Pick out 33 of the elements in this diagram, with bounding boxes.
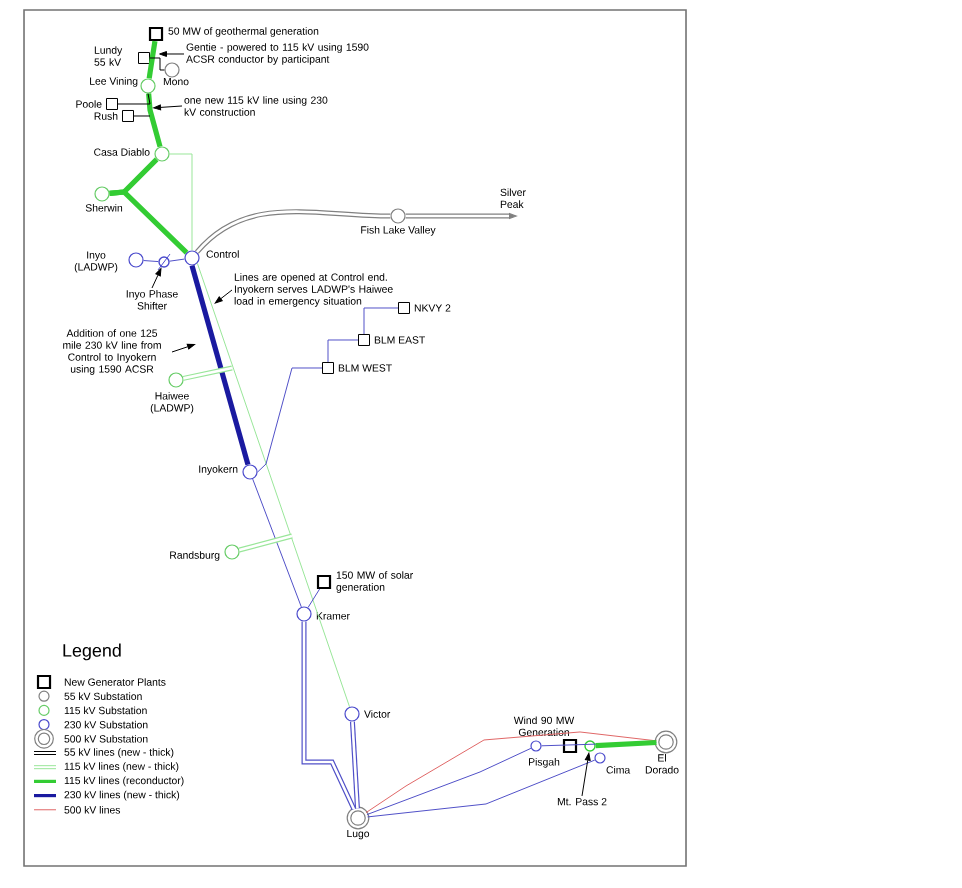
arrow [153, 104, 183, 111]
power-line [169, 258, 185, 262]
arrow [159, 51, 185, 57]
power-line [307, 588, 321, 609]
arrow [581, 752, 591, 797]
arrow [214, 289, 233, 304]
power-line [257, 367, 323, 473]
phase-shifter-symbol [157, 253, 171, 271]
power-line [169, 153, 193, 251]
power-line [149, 57, 165, 71]
power-line [195, 209, 391, 254]
arrow [171, 343, 195, 353]
power-line [363, 307, 399, 335]
power-line [367, 759, 596, 818]
power-line [366, 747, 532, 816]
power-line [365, 731, 657, 814]
power-line [595, 739, 657, 749]
power-line [133, 115, 151, 117]
power-line [327, 339, 359, 363]
power-line [301, 621, 357, 811]
power-line [182, 365, 233, 381]
power-line [117, 93, 151, 105]
power-line [349, 721, 360, 809]
power-line [146, 93, 163, 148]
arrow [151, 268, 162, 289]
power-line [252, 478, 302, 608]
power-line [146, 40, 158, 79]
power-line [189, 264, 251, 466]
power-line [238, 533, 293, 553]
power-line [196, 262, 351, 708]
power-line [143, 260, 159, 263]
legend-title: Legend [63, 643, 121, 661]
power-line [109, 189, 189, 255]
